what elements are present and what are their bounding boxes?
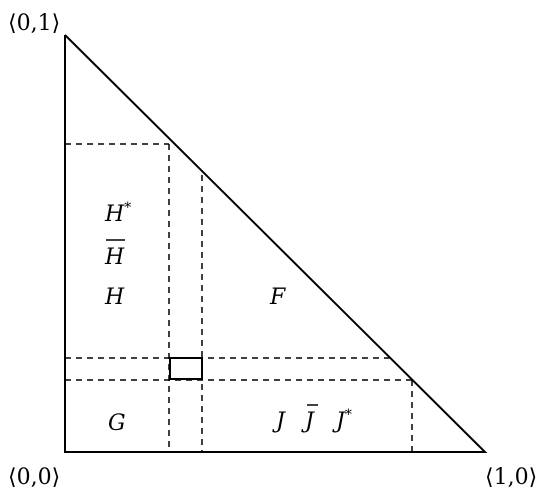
region-label-j: J [272, 409, 286, 434]
corner-label-origin: ⟨0,0⟩ [8, 465, 60, 490]
region-label-j-star: J* [332, 407, 352, 434]
region-label-f: F [269, 285, 286, 310]
triangle-outline [64, 34, 488, 453]
intersection-box [169, 357, 203, 380]
region-label-g: G [108, 411, 126, 436]
region-label-h: H [104, 285, 125, 310]
corner-label-right: ⟨1,0⟩ [485, 465, 537, 490]
region-label-j-bar: J [301, 409, 315, 434]
region-label-h-star: H* [104, 200, 131, 227]
region-label-h-bar: H [104, 245, 125, 270]
corner-label-top: ⟨0,1⟩ [8, 11, 60, 36]
